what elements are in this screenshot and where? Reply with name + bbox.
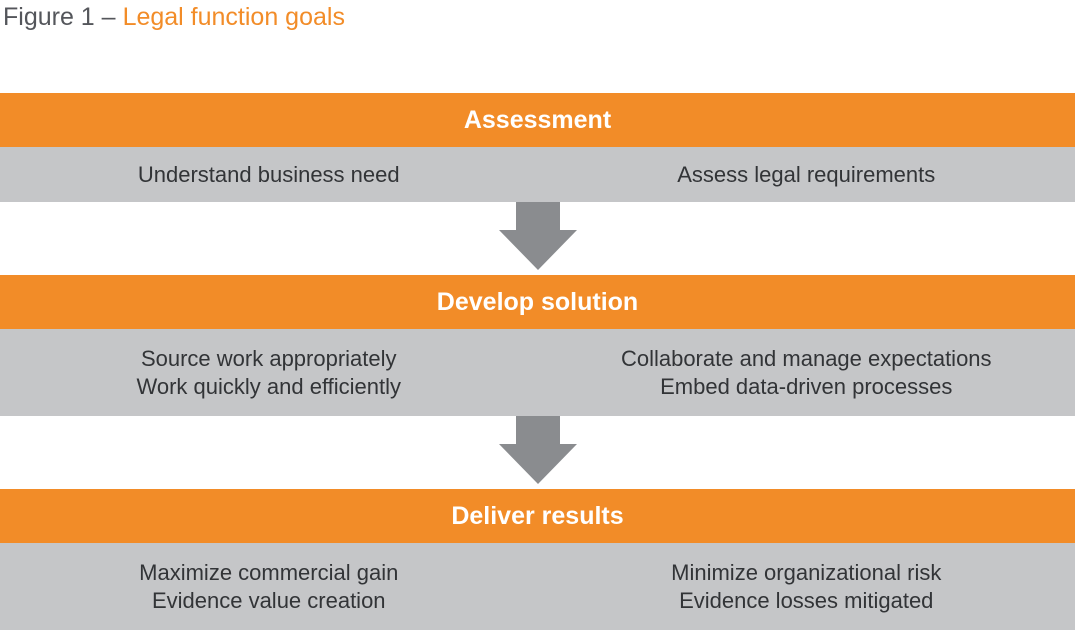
stage-develop-solution-left-column: Source work appropriately Work quickly a… xyxy=(0,329,538,416)
goal-assess-legal-requirements: Assess legal requirements xyxy=(677,161,936,187)
stage-develop-solution-header: Develop solution xyxy=(0,275,1075,329)
figure-title-prefix: Figure 1 – xyxy=(3,3,116,31)
stage-develop-solution: Develop solution Source work appropriate… xyxy=(0,275,1075,416)
goal-understand-business-need: Understand business need xyxy=(137,161,400,187)
down-arrow-icon xyxy=(498,230,577,270)
figure-title: Figure 1 –Legal function goals xyxy=(3,2,1075,32)
stage-assessment-left-column: Understand business need xyxy=(0,147,538,202)
stage-deliver-results-body: Maximize commercial gain Evidence value … xyxy=(0,543,1075,630)
flow-arrow-1 xyxy=(0,202,1075,275)
down-arrow-icon xyxy=(515,416,560,444)
goal-evidence-value-creation: Evidence value creation xyxy=(151,587,386,613)
goal-work-quickly-efficiently: Work quickly and efficiently xyxy=(136,373,402,399)
stage-assessment-header-label: Assessment xyxy=(463,105,612,134)
stage-assessment-body: Understand business need Assess legal re… xyxy=(0,147,1075,202)
stage-assessment: Assessment Understand business need Asse… xyxy=(0,93,1075,202)
goal-collaborate-manage-expectations: Collaborate and manage expectations xyxy=(620,345,992,371)
goal-maximize-commercial-gain: Maximize commercial gain xyxy=(139,559,399,585)
down-arrow-icon xyxy=(498,444,577,484)
figure-title-highlight: Legal function goals xyxy=(122,3,345,31)
goal-minimize-organizational-risk: Minimize organizational risk xyxy=(671,559,942,585)
stage-develop-solution-body: Source work appropriately Work quickly a… xyxy=(0,329,1075,416)
stage-deliver-results: Deliver results Maximize commercial gain… xyxy=(0,489,1075,630)
down-arrow-icon xyxy=(515,202,560,230)
flow-diagram: Assessment Understand business need Asse… xyxy=(0,93,1075,630)
goal-embed-data-driven-processes: Embed data-driven processes xyxy=(660,373,953,399)
stage-develop-solution-right-column: Collaborate and manage expectations Embe… xyxy=(538,329,1075,416)
stage-develop-solution-header-label: Develop solution xyxy=(436,287,639,316)
goal-source-work-appropriately: Source work appropriately xyxy=(140,345,397,371)
stage-deliver-results-left-column: Maximize commercial gain Evidence value … xyxy=(0,543,538,630)
stage-deliver-results-header: Deliver results xyxy=(0,489,1075,543)
stage-assessment-header: Assessment xyxy=(0,93,1075,147)
goal-evidence-losses-mitigated: Evidence losses mitigated xyxy=(679,587,934,613)
stage-assessment-right-column: Assess legal requirements xyxy=(538,147,1075,202)
flow-arrow-2 xyxy=(0,416,1075,489)
stage-deliver-results-right-column: Minimize organizational risk Evidence lo… xyxy=(538,543,1075,630)
stage-deliver-results-header-label: Deliver results xyxy=(451,501,624,530)
